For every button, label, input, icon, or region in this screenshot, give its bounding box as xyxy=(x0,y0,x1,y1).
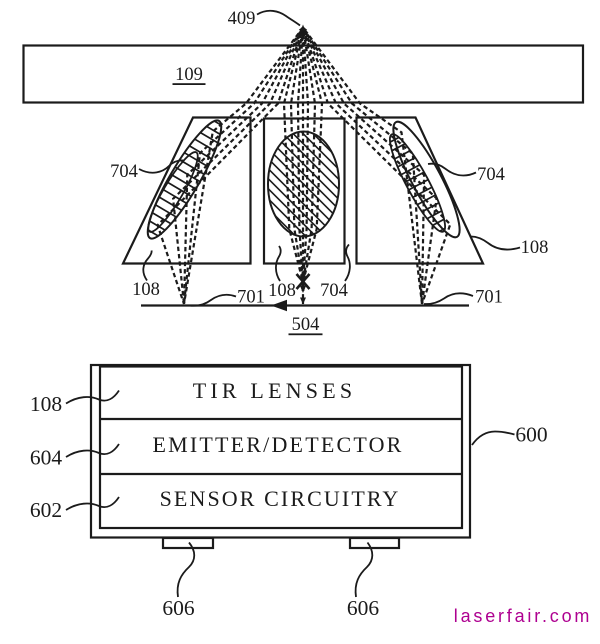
svg-text:701: 701 xyxy=(475,288,503,308)
svg-text:EMITTER/DETECTOR: EMITTER/DETECTOR xyxy=(152,432,403,457)
svg-text:604: 604 xyxy=(30,446,63,470)
svg-text:SENSOR CIRCUITRY: SENSOR CIRCUITRY xyxy=(160,486,401,511)
svg-text:704: 704 xyxy=(320,281,348,301)
svg-text:108: 108 xyxy=(30,392,62,416)
svg-text:109: 109 xyxy=(175,65,203,85)
svg-text:108: 108 xyxy=(132,280,160,300)
svg-text:704: 704 xyxy=(477,165,505,185)
svg-text:606: 606 xyxy=(162,596,195,620)
svg-text:606: 606 xyxy=(347,596,380,620)
svg-text:701: 701 xyxy=(237,288,265,308)
svg-text:TIR LENSES: TIR LENSES xyxy=(193,378,357,403)
svg-text:108: 108 xyxy=(521,238,549,258)
svg-text:laserfair.com: laserfair.com xyxy=(454,606,592,626)
svg-text:704: 704 xyxy=(110,162,138,182)
svg-text:504: 504 xyxy=(292,315,320,335)
svg-text:108: 108 xyxy=(268,281,296,301)
svg-text:600: 600 xyxy=(515,423,547,447)
svg-text:409: 409 xyxy=(228,9,256,29)
svg-text:602: 602 xyxy=(30,498,62,522)
